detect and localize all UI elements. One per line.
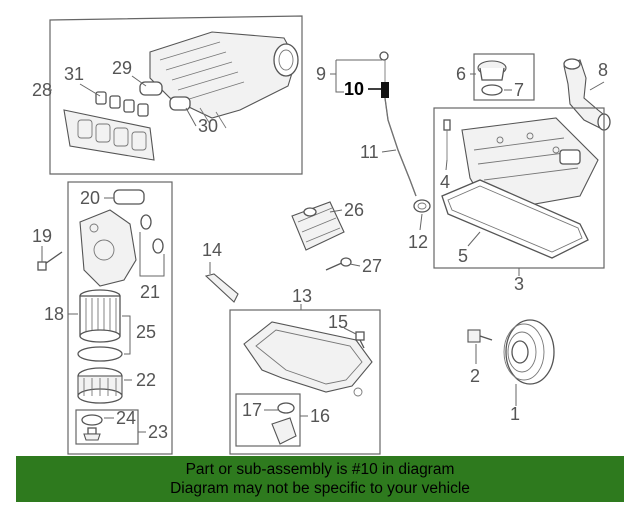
valve-cover-group: 4 5 3 — [433, 107, 605, 294]
runner-plate — [63, 109, 155, 161]
callout-2: 2 — [470, 366, 480, 386]
part-14: 14 — [202, 240, 239, 303]
oil-filler-cap — [477, 60, 507, 81]
oil-pan — [243, 321, 373, 397]
parts-diagram: 28 31 29 30 9 10 11 12 — [32, 15, 611, 455]
callout-6: 6 — [456, 64, 466, 84]
callout-9: 9 — [316, 64, 326, 84]
callout-4: 4 — [440, 172, 450, 192]
o-ring-17 — [277, 402, 295, 414]
valve-cover-gasket — [441, 179, 589, 259]
callout-31: 31 — [64, 64, 84, 84]
seal-24 — [81, 414, 103, 426]
callout-12: 12 — [408, 232, 428, 252]
callout-11: 11 — [360, 142, 379, 162]
callout-15: 15 — [328, 312, 348, 332]
callout-14: 14 — [202, 240, 222, 260]
o-ring-25 — [77, 346, 123, 362]
callout-8: 8 — [598, 60, 608, 80]
callout-18: 18 — [44, 304, 64, 324]
drain-plug-23 — [83, 427, 101, 441]
banner-line-2: Diagram may not be specific to your vehi… — [170, 480, 470, 497]
bolt-15 — [355, 331, 365, 349]
breather-hose: 8 — [563, 58, 611, 131]
callout-17: 17 — [242, 400, 262, 420]
filter-housing-group: 20 21 19 25 18 — [32, 181, 173, 455]
dipstick-group: 9 10 11 12 — [316, 51, 431, 252]
callout-19: 19 — [32, 226, 52, 246]
info-banner: Part or sub-assembly is #10 in diagram D… — [16, 456, 624, 502]
oil-filter-element — [79, 289, 121, 343]
callout-29: 29 — [112, 58, 132, 78]
callout-16: 16 — [310, 406, 330, 426]
cap-seal — [481, 84, 503, 96]
gasket-set-31 — [95, 91, 149, 117]
o-ring-12 — [413, 199, 431, 213]
callout-30: 30 — [198, 116, 218, 136]
dipstick-tube — [384, 97, 417, 197]
callout-5: 5 — [458, 246, 468, 266]
callout-25: 25 — [136, 322, 156, 342]
o-ring-21a — [140, 214, 152, 230]
oil-cap-group: 6 7 — [456, 53, 535, 101]
callout-7: 7 — [514, 80, 524, 100]
callout-1: 1 — [510, 404, 520, 424]
oil-filter-housing — [79, 209, 137, 287]
callout-21: 21 — [140, 282, 160, 302]
callout-26: 26 — [344, 200, 364, 220]
gasket-30 — [169, 96, 191, 111]
filter-cap-22 — [77, 367, 123, 404]
oil-cooler: 26 — [291, 200, 364, 251]
callout-28: 28 — [32, 80, 52, 100]
dipstick-handle — [379, 51, 389, 98]
callout-22: 22 — [136, 370, 156, 390]
sensor-4 — [443, 119, 451, 160]
callout-20: 20 — [80, 188, 100, 208]
callout-13: 13 — [292, 286, 312, 306]
bolt-27: 27 — [325, 256, 382, 276]
callout-10: 10 — [344, 79, 364, 99]
callout-27: 27 — [362, 256, 382, 276]
o-ring-21b — [152, 238, 164, 254]
pickup-tube-16 — [271, 417, 297, 445]
gasket-20 — [113, 189, 145, 205]
intake-manifold-part — [149, 31, 299, 129]
crank-pulley: 1 — [503, 319, 555, 424]
oil-pan-group: 13 15 17 16 — [229, 286, 381, 455]
callout-3: 3 — [514, 274, 524, 294]
callout-23: 23 — [148, 422, 168, 442]
banner-line-1: Part or sub-assembly is #10 in diagram — [185, 461, 455, 478]
pulley-bolt: 2 — [467, 329, 493, 386]
callout-24: 24 — [116, 408, 136, 428]
intake-manifold-group: 28 31 29 30 — [32, 15, 303, 175]
